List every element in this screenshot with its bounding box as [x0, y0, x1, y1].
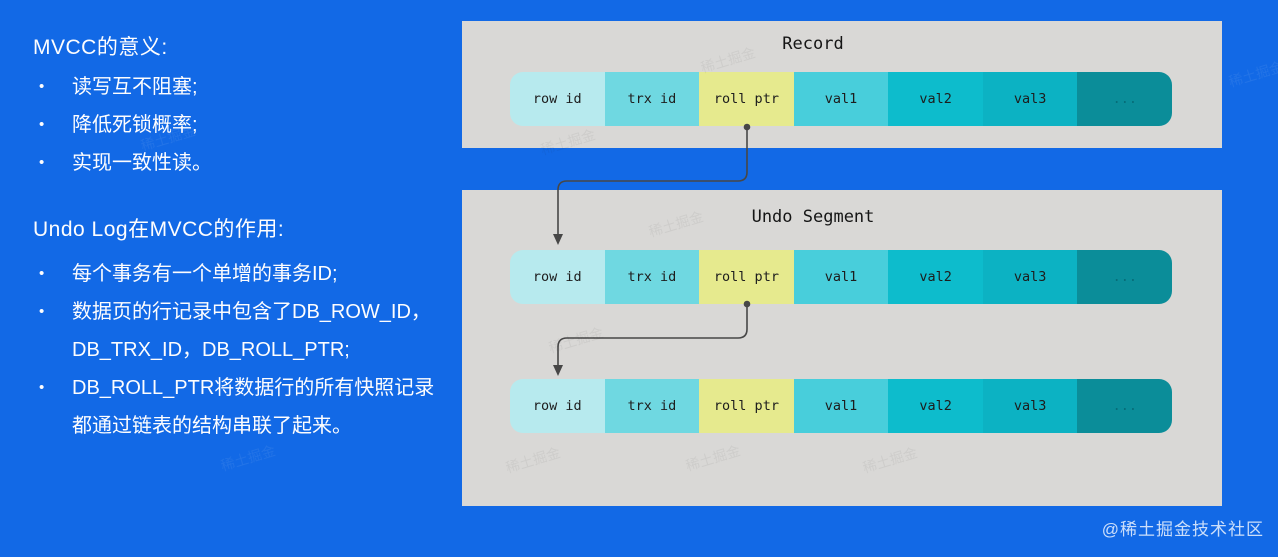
undo-row-2: row id trx id roll ptr val1 val2 val3 ..…: [510, 379, 1172, 433]
bullet-text: 读写互不阻塞;: [72, 76, 198, 98]
cell-val1: val1: [793, 250, 889, 304]
cell-roll-ptr: roll ptr: [699, 72, 794, 126]
section-title: Undo Log在MVCC的作用:: [33, 218, 285, 241]
bullet-list: • 读写互不阻塞; • 降低死锁概率; • 实现一致性读。: [33, 68, 447, 182]
bullet-icon: •: [39, 303, 45, 320]
section-undolog-role: Undo Log在MVCC的作用: • 每个事务有一个单增的事务ID; • 数据页的…: [33, 210, 447, 445]
cell-row-id: row id: [510, 379, 605, 433]
bullet-text: 数据页的行记录中包含了DB_ROW_ID，DB_TRX_ID，DB_ROLL_P…: [72, 301, 431, 361]
section-title: MVCC的意义:: [33, 36, 168, 59]
cell-roll-ptr: roll ptr: [699, 379, 794, 433]
cell-ellipsis: ...: [1077, 250, 1172, 304]
cell-val3: val3: [982, 379, 1078, 433]
cell-val2: val2: [888, 250, 983, 304]
cell-ellipsis: ...: [1077, 379, 1172, 433]
cell-val2: val2: [888, 379, 983, 433]
cell-trx-id: trx id: [604, 250, 700, 304]
cell-trx-id: trx id: [604, 379, 700, 433]
corner-watermark: @稀土掘金技术社区: [1101, 520, 1264, 539]
list-item: • 实现一致性读。: [33, 144, 447, 182]
list-item: • DB_ROLL_PTR将数据行的所有快照记录都通过链表的结构串联了起来。: [33, 369, 447, 445]
cell-val1: val1: [793, 72, 889, 126]
cell-val1: val1: [793, 379, 889, 433]
bullet-icon: •: [39, 116, 45, 133]
bullet-icon: •: [39, 154, 45, 171]
section-mvcc-meaning: MVCC的意义: • 读写互不阻塞; • 降低死锁概率; • 实现一致性读。: [33, 28, 447, 182]
left-text-panel: MVCC的意义: • 读写互不阻塞; • 降低死锁概率; • 实现一致性读。 Undo…: [33, 28, 447, 445]
cell-roll-ptr: roll ptr: [699, 250, 794, 304]
bullet-text: 每个事务有一个单增的事务ID;: [72, 263, 338, 285]
undo-segment-title: Undo Segment: [751, 207, 875, 227]
record-panel-title: Record: [782, 34, 844, 54]
bullet-icon: •: [39, 78, 45, 95]
watermark: 稀土掘金: [218, 442, 278, 474]
bullet-text: DB_ROLL_PTR将数据行的所有快照记录都通过链表的结构串联了起来。: [72, 377, 435, 437]
list-item: • 读写互不阻塞;: [33, 68, 447, 106]
bullet-text: 降低死锁概率;: [72, 114, 198, 136]
cell-val2: val2: [888, 72, 983, 126]
undo-row-1: row id trx id roll ptr val1 val2 val3 ..…: [510, 250, 1172, 304]
bullet-list: • 每个事务有一个单增的事务ID; • 数据页的行记录中包含了DB_ROW_ID，D…: [33, 255, 447, 445]
bullet-icon: •: [39, 265, 45, 282]
list-item: • 降低死锁概率;: [33, 106, 447, 144]
cell-val3: val3: [982, 72, 1078, 126]
cell-val3: val3: [982, 250, 1078, 304]
record-row: row id trx id roll ptr val1 val2 val3 ..…: [510, 72, 1172, 126]
cell-trx-id: trx id: [604, 72, 700, 126]
list-item: • 数据页的行记录中包含了DB_ROW_ID，DB_TRX_ID，DB_ROLL_…: [33, 293, 447, 369]
watermark: 稀土掘金: [1226, 58, 1278, 90]
record-panel: Record row id trx id roll ptr val1 val2 …: [462, 21, 1222, 148]
cell-row-id: row id: [510, 250, 605, 304]
cell-row-id: row id: [510, 72, 605, 126]
undo-segment-panel: Undo Segment row id trx id roll ptr val1…: [462, 190, 1222, 506]
cell-ellipsis: ...: [1077, 72, 1172, 126]
bullet-icon: •: [39, 379, 45, 396]
list-item: • 每个事务有一个单增的事务ID;: [33, 255, 447, 293]
bullet-text: 实现一致性读。: [72, 152, 212, 174]
